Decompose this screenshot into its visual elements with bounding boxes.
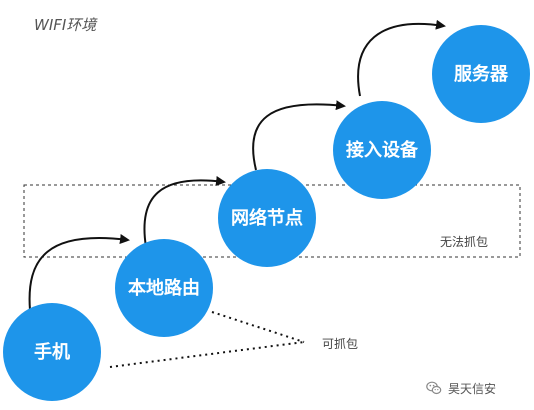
node-server: 服务器: [432, 25, 530, 123]
dotted-line-phone-to-label: [109, 341, 305, 368]
arrow-network-node-to-access-device: [252, 100, 346, 171]
node-network-node: 网络节点: [218, 169, 316, 267]
node-network-node-label: 网络节点: [231, 207, 303, 229]
dotted-line-router-to-label: [211, 311, 305, 343]
page-title: WIFI环境: [34, 16, 97, 34]
wechat-logo-icon: [426, 381, 442, 395]
node-access-device: 接入设备: [333, 101, 431, 199]
node-phone-label: 手机: [34, 341, 70, 363]
arrow-access-device-to-server: [357, 19, 446, 97]
watermark: 昊天信安: [426, 378, 496, 398]
node-access-device-label: 接入设备: [346, 139, 419, 161]
node-router-label: 本地路由: [128, 277, 200, 299]
node-phone: 手机: [3, 303, 101, 401]
node-server-label: 服务器: [454, 63, 509, 85]
arrow-router-to-network-node: [143, 176, 226, 248]
node-router: 本地路由: [115, 239, 213, 337]
watermark-text: 昊天信安: [448, 381, 497, 396]
arrow-phone-to-router: [28, 234, 130, 311]
cannot-capture-label: 无法抓包: [440, 235, 488, 249]
can-capture-label: 可抓包: [322, 337, 358, 351]
